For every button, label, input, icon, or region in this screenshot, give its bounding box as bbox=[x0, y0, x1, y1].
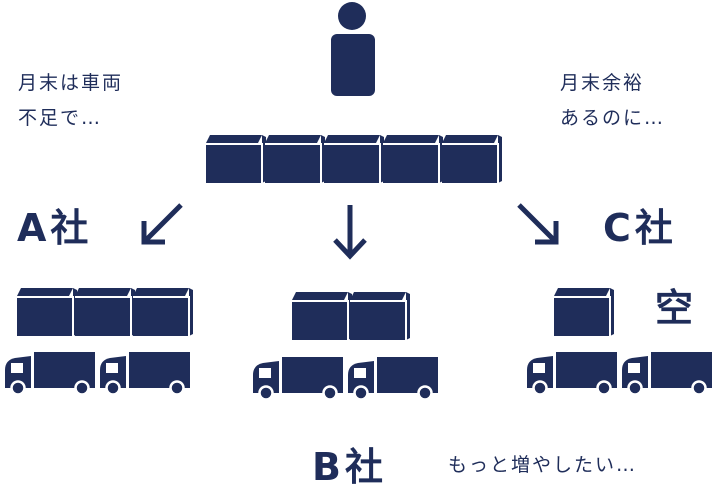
note-left: 月末は車両 不足で… bbox=[18, 66, 123, 136]
cargo-boxes-a bbox=[16, 287, 194, 337]
cargo-box-icon bbox=[349, 291, 411, 341]
cargo-boxes-b bbox=[291, 291, 411, 341]
cargo-boxes-c bbox=[553, 287, 615, 337]
cargo-boxes-top bbox=[205, 134, 503, 184]
cargo-box-icon bbox=[553, 287, 615, 337]
truck-icon bbox=[3, 350, 97, 396]
trucks-a bbox=[3, 350, 192, 396]
trucks-b bbox=[251, 355, 440, 401]
cargo-box-icon bbox=[382, 134, 444, 184]
note-right-line1: 月末余裕 bbox=[560, 72, 645, 94]
note-right-line2: あるのに… bbox=[560, 107, 666, 129]
note-bottom: もっと増やしたい… bbox=[448, 454, 638, 476]
cargo-box-icon bbox=[441, 134, 503, 184]
empty-label: 空 bbox=[655, 286, 694, 330]
cargo-box-icon bbox=[16, 287, 78, 337]
company-a-label: A社 bbox=[17, 206, 93, 250]
truck-icon bbox=[620, 350, 713, 396]
cargo-box-icon bbox=[205, 134, 267, 184]
truck-icon bbox=[525, 350, 619, 396]
company-c-label: C社 bbox=[603, 206, 677, 250]
note-left-line1: 月末は車両 bbox=[18, 72, 124, 94]
cargo-box-icon bbox=[264, 134, 326, 184]
cargo-box-icon bbox=[74, 287, 136, 337]
cargo-box-icon bbox=[291, 291, 353, 341]
truck-icon bbox=[251, 355, 345, 401]
cargo-box-icon bbox=[132, 287, 194, 337]
truck-icon bbox=[98, 350, 192, 396]
person-icon bbox=[331, 2, 375, 96]
note-right: 月末余裕 あるのに… bbox=[560, 66, 665, 136]
note-left-line2: 不足で… bbox=[18, 107, 103, 129]
cargo-box-icon bbox=[323, 134, 385, 184]
truck-icon bbox=[346, 355, 440, 401]
arrow-icon bbox=[141, 203, 559, 260]
company-b-label: B社 bbox=[312, 445, 387, 489]
trucks-c bbox=[525, 350, 713, 396]
